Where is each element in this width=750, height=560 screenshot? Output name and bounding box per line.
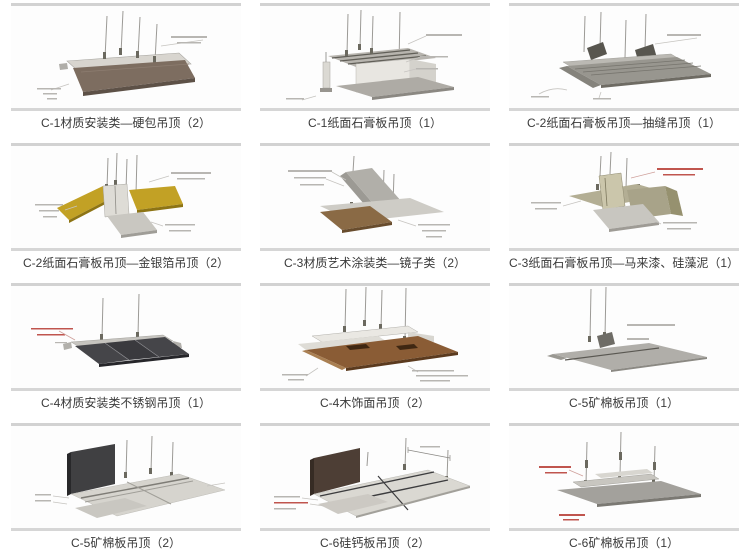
mineral-wool-panel bbox=[547, 343, 707, 372]
annotation-lines bbox=[35, 482, 226, 505]
c3-malay-paint-ceiling-thumbnail[interactable] bbox=[509, 143, 739, 251]
furring-channels bbox=[328, 44, 436, 67]
item-caption: C-2纸面石膏板吊顶—抽缝吊顶（1） bbox=[526, 116, 721, 130]
slotted-panel bbox=[559, 53, 711, 88]
hardpack-ceiling-diagram bbox=[37, 10, 207, 100]
gallery-item-c6-calcium-silicate-ceiling: C-6硅钙板吊顶（2） bbox=[260, 423, 490, 555]
mineral-wool-board-ceiling-diagram bbox=[547, 286, 707, 372]
gallery-item-c1-gypsum-board-ceiling: C-1纸面石膏板吊顶（1） bbox=[260, 3, 490, 135]
item-caption: C-6硅钙板吊顶（2） bbox=[319, 536, 430, 550]
item-caption: C-1材质安装类—硬包吊顶（2） bbox=[40, 116, 211, 130]
hanger-rods bbox=[104, 10, 158, 62]
annotation-lines bbox=[37, 36, 207, 100]
c5-mineral-wool-ceiling-1-thumbnail[interactable] bbox=[509, 283, 739, 391]
item-caption: C-3纸面石膏板吊顶—马来漆、硅藻泥（1） bbox=[509, 256, 739, 270]
annotation-lines bbox=[627, 324, 675, 340]
stainless-steel-ceiling-diagram bbox=[31, 293, 189, 367]
c2-slotted-gypsum-ceiling-thumbnail[interactable] bbox=[509, 3, 739, 111]
annotation-lines bbox=[286, 34, 462, 101]
grid-panels bbox=[313, 469, 471, 518]
annotation-lines bbox=[539, 466, 585, 521]
mirror-class-ceiling-diagram bbox=[288, 155, 450, 238]
annotation-lines bbox=[35, 172, 211, 232]
hanger-rods bbox=[100, 293, 140, 340]
wood-panel bbox=[302, 336, 458, 371]
edge-stud bbox=[320, 52, 332, 92]
item-caption: C-4材质安装类不锈钢吊顶（1） bbox=[40, 396, 211, 410]
vertical-baffle-panel bbox=[310, 448, 360, 496]
c6-calcium-silicate-ceiling-thumbnail[interactable] bbox=[260, 423, 490, 531]
item-caption: C-4木饰面吊顶（2） bbox=[319, 396, 430, 410]
center-channel bbox=[102, 183, 157, 238]
gallery-item-c1-hardpack-ceiling: C-1材质安装类—硬包吊顶（2） bbox=[11, 3, 241, 135]
c6-mineral-wool-ceiling-thumbnail[interactable] bbox=[509, 423, 739, 531]
gallery-item-c5-mineral-wool-ceiling-2: C-5矿棉板吊顶（2） bbox=[11, 423, 241, 555]
item-caption: C-2纸面石膏板吊顶—金银箔吊顶（2） bbox=[22, 256, 229, 270]
gallery-item-c3-mirror-class-ceiling: C-3材质艺术涂装类—镜子类（2） bbox=[260, 143, 490, 275]
calcium-silicate-board-ceiling-diagram bbox=[274, 437, 471, 518]
item-caption: C-3材质艺术涂装类—镜子类（2） bbox=[283, 256, 466, 270]
gallery-item-c4-wood-veneer-ceiling: C-4木饰面吊顶（2） bbox=[260, 283, 490, 415]
c1-gypsum-board-ceiling-thumbnail[interactable] bbox=[260, 3, 490, 111]
cove-structure bbox=[569, 172, 683, 232]
c4-stainless-steel-ceiling-thumbnail[interactable] bbox=[11, 283, 241, 391]
mineral-wool-panel-ceiling-diagram bbox=[539, 431, 701, 521]
slotted-gypsum-ceiling-diagram bbox=[531, 11, 711, 100]
hardpack-panel bbox=[73, 60, 195, 96]
gallery-item-c2-slotted-gypsum-ceiling: C-2纸面石膏板吊顶—抽缝吊顶（1） bbox=[509, 3, 739, 135]
c2-gold-silver-foil-ceiling-thumbnail[interactable] bbox=[11, 143, 241, 251]
mineral-wool-grid-ceiling-diagram bbox=[35, 435, 226, 518]
c3-mirror-class-ceiling-thumbnail[interactable] bbox=[260, 143, 490, 251]
annotation-lines bbox=[282, 365, 468, 382]
gypsum-boards bbox=[336, 58, 454, 100]
hanger-rods bbox=[588, 286, 607, 342]
gypsum-board-ceiling-diagram bbox=[286, 9, 462, 101]
malay-paint-diatom-mud-ceiling-diagram bbox=[531, 151, 703, 232]
c4-wood-veneer-ceiling-thumbnail[interactable] bbox=[260, 283, 490, 391]
gallery-item-c6-mineral-wool-ceiling: C-6矿棉板吊顶（1） bbox=[509, 423, 739, 555]
suspension-bracket bbox=[597, 332, 615, 348]
c1-hardpack-ceiling-thumbnail[interactable] bbox=[11, 3, 241, 111]
stainless-panels bbox=[75, 337, 189, 367]
wood-veneer-ceiling-diagram bbox=[282, 286, 468, 382]
gallery-item-c2-gold-silver-foil-ceiling: C-2纸面石膏板吊顶—金银箔吊顶（2） bbox=[11, 143, 241, 275]
vertical-baffle-panel bbox=[67, 444, 115, 496]
c5-mineral-wool-ceiling-2-thumbnail[interactable] bbox=[11, 423, 241, 531]
gallery-item-c5-mineral-wool-ceiling-1: C-5矿棉板吊顶（1） bbox=[509, 283, 739, 415]
mirror-panel bbox=[320, 206, 392, 233]
grid-panels bbox=[70, 473, 226, 518]
annotation-lines bbox=[274, 446, 451, 510]
annotation-lines bbox=[31, 328, 76, 344]
gold-silver-foil-ceiling-diagram bbox=[35, 152, 211, 238]
annotation-lines bbox=[288, 170, 450, 238]
item-caption: C-1纸面石膏板吊顶（1） bbox=[307, 116, 442, 130]
annotation-lines bbox=[531, 34, 701, 100]
mineral-wool-panel bbox=[557, 481, 701, 507]
item-caption: C-6矿棉板吊顶（1） bbox=[568, 536, 679, 550]
hanger-rods bbox=[104, 435, 174, 483]
carrier-channels bbox=[572, 469, 660, 488]
gallery-item-c3-malay-paint-ceiling: C-3纸面石膏板吊顶—马来漆、硅藻泥（1） bbox=[509, 143, 739, 275]
gold-foil-panels bbox=[57, 186, 183, 223]
item-caption: C-5矿棉板吊顶（1） bbox=[568, 396, 679, 410]
item-caption: C-5矿棉板吊顶（2） bbox=[70, 536, 181, 550]
annotation-lines bbox=[531, 168, 703, 230]
hanger-rods bbox=[583, 11, 647, 59]
gallery-item-c4-stainless-steel-ceiling: C-4材质安装类不锈钢吊顶（1） bbox=[11, 283, 241, 415]
carrier-channels bbox=[298, 325, 434, 350]
